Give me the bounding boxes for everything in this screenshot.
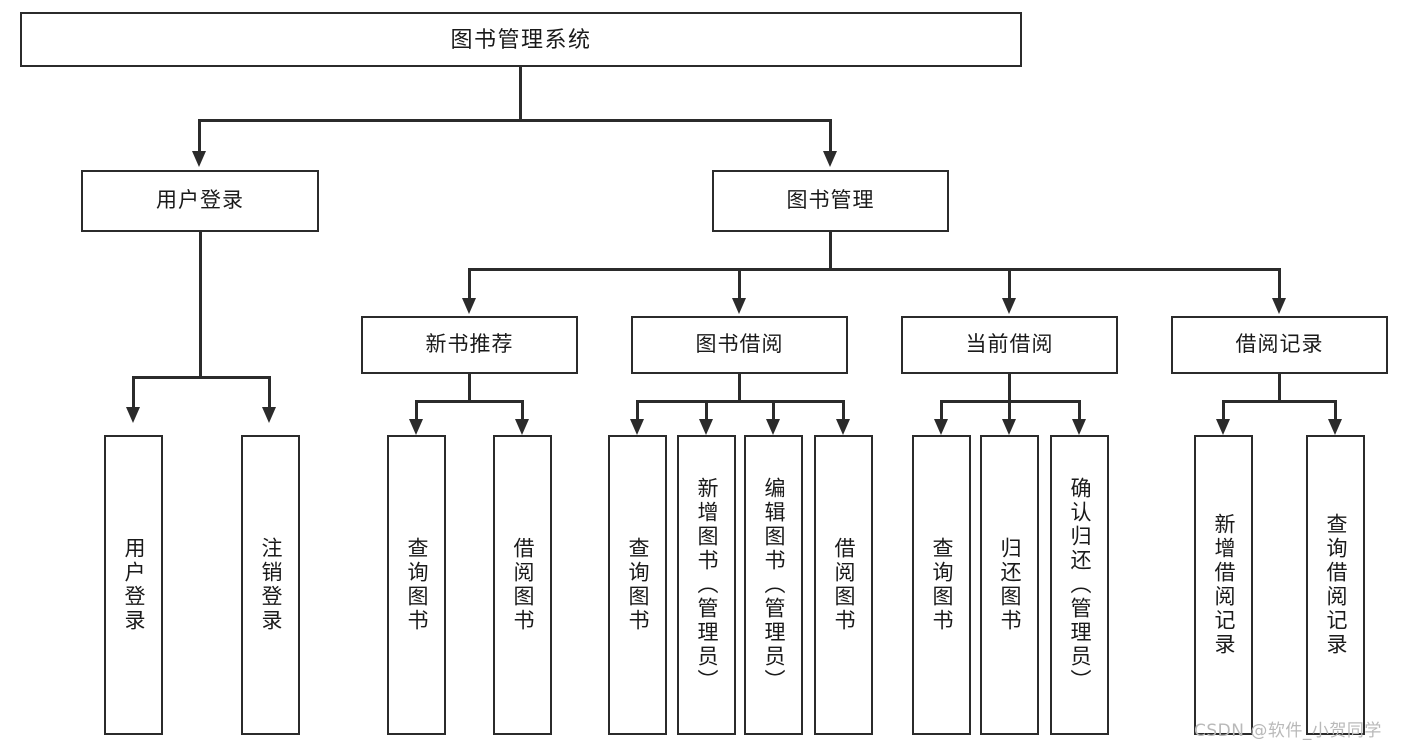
leaf-query-book-2[interactable]: 查询图书 [608,435,667,735]
connector-book-borrow-stem [738,374,741,402]
arrowhead-book-borrow [732,298,746,314]
node-borrow-record[interactable]: 借阅记录 [1171,316,1388,374]
connector-book-borrow-to-leaf-1 [636,400,639,421]
arrowhead-leaf-query-book-1 [409,419,423,435]
connector-borrow-record-stem [1278,374,1281,402]
leaf-confirm-return[interactable]: 确认归还（管理员） [1050,435,1109,735]
arrowhead-leaf-edit-book [766,419,780,435]
connector-current-borrow-to-leaf-1 [940,400,943,421]
connector-user-login-to-leaf-1 [132,376,135,409]
node-book-manage-label: 图书管理 [786,188,875,212]
arrowhead-leaf-user-login [126,407,140,423]
leaf-add-book-label: 新增图书（管理员） [695,477,718,693]
leaf-query-book-1-label: 查询图书 [405,537,428,633]
leaf-edit-book-label: 编辑图书（管理员） [762,477,785,693]
leaf-borrow-book-1[interactable]: 借阅图书 [493,435,552,735]
connector-book-borrow-to-leaf-4 [842,400,845,421]
arrowhead-leaf-add-book [699,419,713,435]
leaf-query-book-3-label: 查询图书 [930,537,953,633]
leaf-query-record-label: 查询借阅记录 [1324,513,1347,657]
leaf-confirm-return-label: 确认归还（管理员） [1068,477,1091,693]
connector-new-book-bus [415,400,523,403]
arrowhead-leaf-add-record [1216,419,1230,435]
connector-book-borrow-to-leaf-2 [705,400,708,421]
connector-book-manage-bus [468,268,1280,271]
connector-new-book-to-leaf-2 [521,400,524,421]
node-user-login[interactable]: 用户登录 [81,170,319,232]
connector-book-borrow-to-leaf-3 [772,400,775,421]
node-borrow-record-label: 借阅记录 [1235,332,1324,356]
leaf-add-book[interactable]: 新增图书（管理员） [677,435,736,735]
leaf-add-record-label: 新增借阅记录 [1212,513,1235,657]
connector-book-manage-to-book-borrow [738,268,741,300]
node-book-borrow[interactable]: 图书借阅 [631,316,848,374]
connector-current-borrow-to-leaf-3 [1078,400,1081,421]
connector-root-to-book-manage [829,119,832,153]
leaf-return-book[interactable]: 归还图书 [980,435,1039,735]
leaf-query-record[interactable]: 查询借阅记录 [1306,435,1365,735]
connector-current-borrow-to-leaf-2 [1008,400,1011,421]
arrowhead-leaf-borrow-book-1 [515,419,529,435]
leaf-return-book-label: 归还图书 [998,537,1021,633]
connector-book-manage-to-new-book [468,268,471,300]
csdn-watermark: CSDN @软件_小贺同学 [1194,721,1382,741]
leaf-edit-book[interactable]: 编辑图书（管理员） [744,435,803,735]
connector-book-borrow-bus [636,400,844,403]
node-book-borrow-label: 图书借阅 [695,332,784,356]
node-current-borrow-label: 当前借阅 [965,332,1054,356]
connector-borrow-record-to-leaf-2 [1334,400,1337,421]
arrowhead-leaf-query-book-2 [630,419,644,435]
connector-root-to-user-login [198,119,201,153]
node-current-borrow[interactable]: 当前借阅 [901,316,1118,374]
connector-user-login-bus [132,376,270,379]
node-user-login-label: 用户登录 [156,188,244,212]
node-root-label: 图书管理系统 [450,26,592,52]
connector-book-manage-to-borrow-record [1278,268,1281,300]
arrowhead-borrow-record [1272,298,1286,314]
arrowhead-leaf-confirm-return [1072,419,1086,435]
arrowhead-leaf-return-book [1002,419,1016,435]
connector-borrow-record-to-leaf-1 [1222,400,1225,421]
connector-user-login-to-leaf-2 [268,376,271,409]
leaf-borrow-book-2[interactable]: 借阅图书 [814,435,873,735]
arrowhead-leaf-query-book-3 [934,419,948,435]
leaf-user-login-label: 用户登录 [122,537,145,633]
leaf-user-login[interactable]: 用户登录 [104,435,163,735]
connector-new-book-stem [468,374,471,402]
leaf-query-book-3[interactable]: 查询图书 [912,435,971,735]
node-new-book-recommend[interactable]: 新书推荐 [361,316,578,374]
leaf-user-logout[interactable]: 注销登录 [241,435,300,735]
arrowhead-leaf-query-record [1328,419,1342,435]
leaf-borrow-book-1-label: 借阅图书 [511,537,534,633]
connector-book-manage-to-current-borrow [1008,268,1011,300]
arrowhead-leaf-borrow-book-2 [836,419,850,435]
connector-new-book-to-leaf-1 [415,400,418,421]
leaf-borrow-book-2-label: 借阅图书 [832,537,855,633]
leaf-query-book-1[interactable]: 查询图书 [387,435,446,735]
connector-root-stem [519,67,522,119]
arrowhead-leaf-user-logout [262,407,276,423]
leaf-user-logout-label: 注销登录 [259,537,282,633]
arrowhead-user-login [192,151,206,167]
node-new-book-recommend-label: 新书推荐 [425,332,514,356]
arrowhead-book-manage [823,151,837,167]
connector-root-bus [198,119,832,122]
leaf-add-record[interactable]: 新增借阅记录 [1194,435,1253,735]
connector-book-manage-stem [829,232,832,270]
leaf-query-book-2-label: 查询图书 [626,537,649,633]
connector-user-login-stem [199,232,202,378]
node-book-manage[interactable]: 图书管理 [712,170,949,232]
arrowhead-current-borrow [1002,298,1016,314]
connector-borrow-record-bus [1222,400,1336,403]
arrowhead-new-book-recommend [462,298,476,314]
node-root[interactable]: 图书管理系统 [20,12,1022,67]
connector-current-borrow-stem [1008,374,1011,402]
